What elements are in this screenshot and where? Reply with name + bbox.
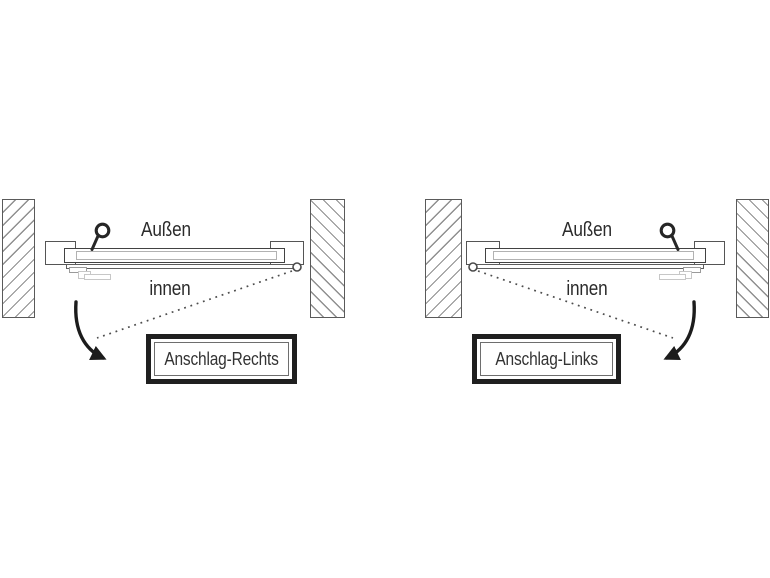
anschlag-rechts-box: Anschlag-Rechts [146,334,297,384]
inner-handle-base [683,267,701,273]
swing-direction-arrow-icon [663,300,696,361]
anschlag-rechts-label: Anschlag-Rechts [164,348,279,369]
inside-label: innen [566,278,608,300]
anschlag-links-label: Anschlag-Links [495,348,598,369]
wall-left-hatched [425,199,462,318]
door-leaf [485,248,706,263]
outside-label: Außen [141,219,191,241]
outside-label: Außen [562,219,612,241]
wall-right-hatched [310,199,345,318]
door-leaf [64,248,285,263]
anschlag-links-box-inner: Anschlag-Links [480,342,613,376]
wall-left-hatched [2,199,35,318]
door-leaf-face [493,251,694,260]
door-knob-icon [659,222,680,251]
inside-label: innen [149,278,191,300]
door-leaf-face [76,251,277,260]
door-threshold [475,264,704,269]
door-threshold [66,264,295,269]
swing-direction-arrow-icon [74,300,107,361]
wall-right-hatched [736,199,769,318]
anschlag-rechts-box-inner: Anschlag-Rechts [154,342,289,376]
inner-handle-lever [659,274,686,280]
anschlag-links-box: Anschlag-Links [472,334,621,384]
